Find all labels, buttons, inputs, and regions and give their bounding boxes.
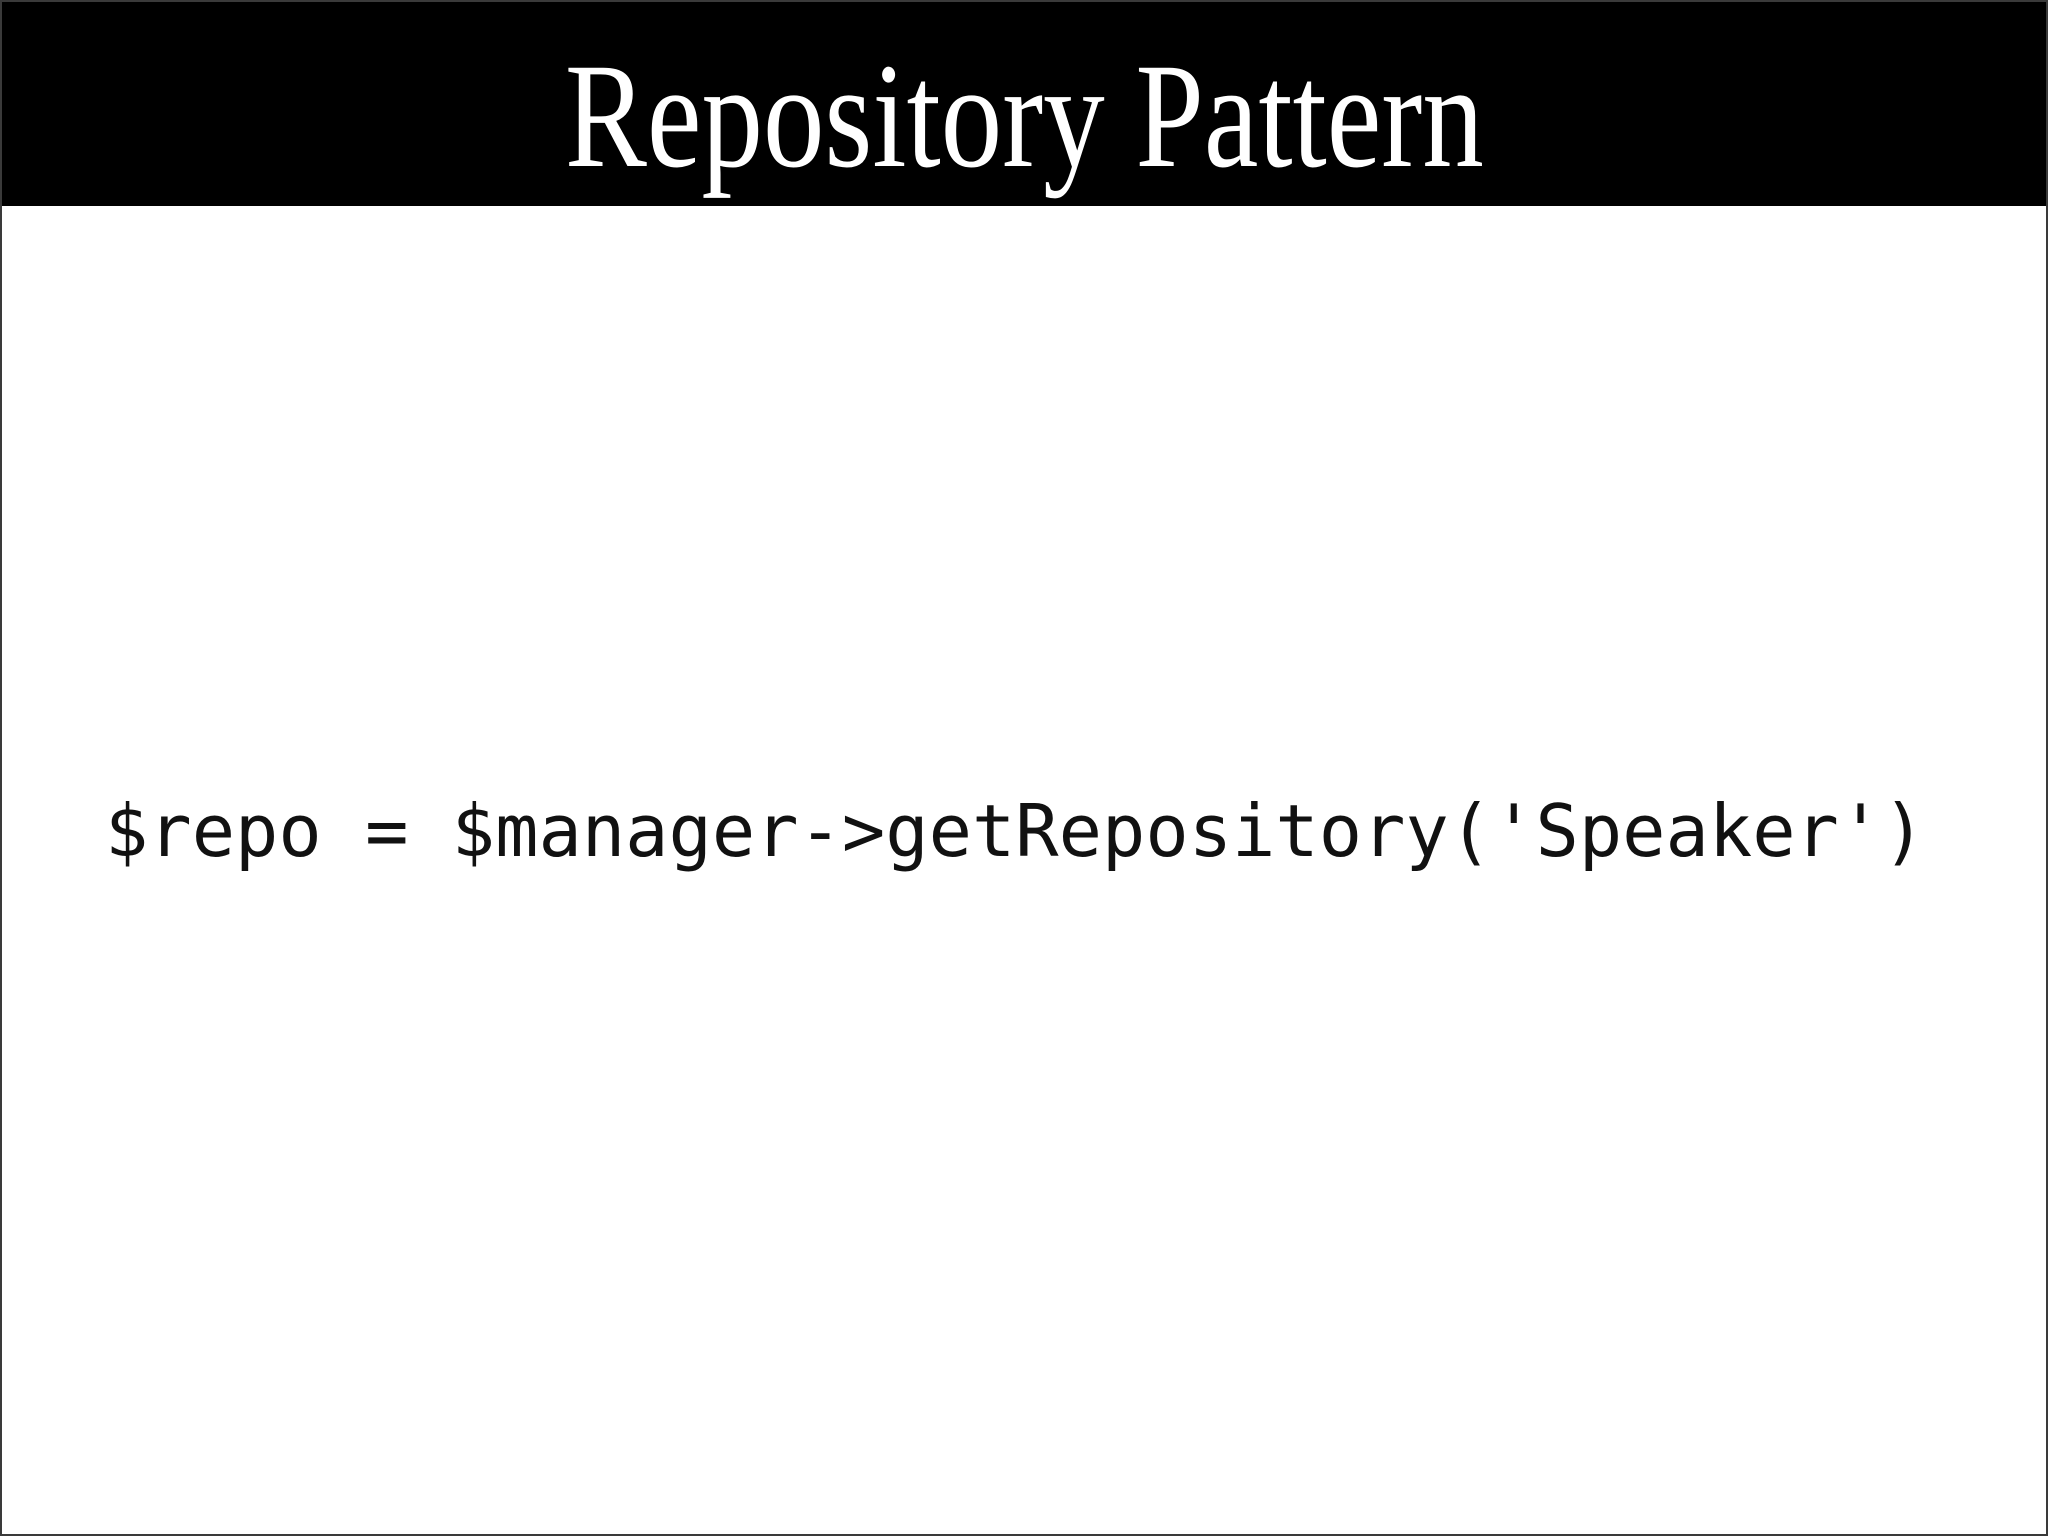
code-line: $repo = $manager->getRepository('Speaker… bbox=[105, 789, 1926, 873]
slide-title-bar: Repository Pattern bbox=[2, 2, 2046, 206]
slide-title: Repository Pattern bbox=[564, 33, 1484, 199]
slide-body: $repo = $manager->getRepository('Speaker… bbox=[2, 206, 2046, 1534]
